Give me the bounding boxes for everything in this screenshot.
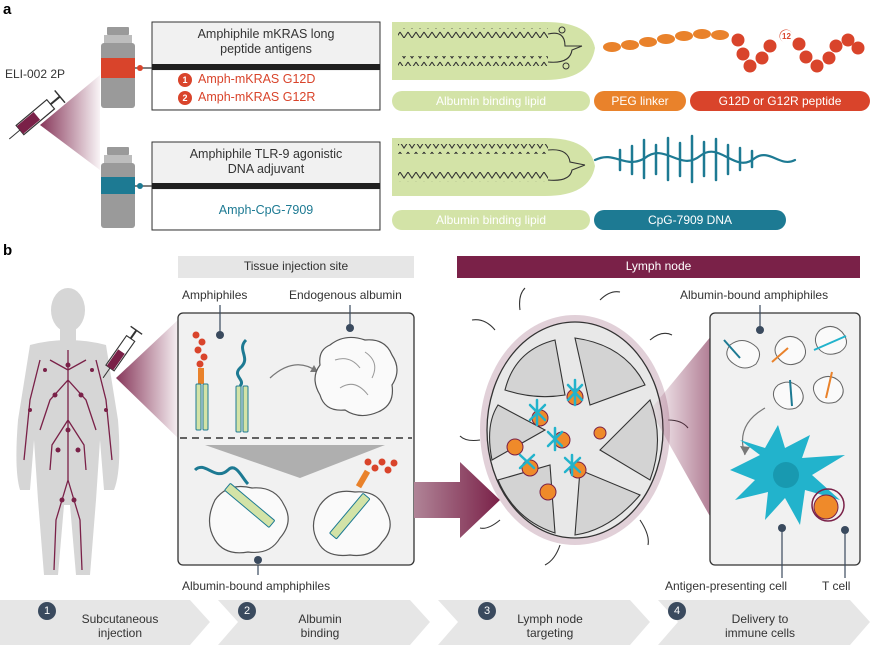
flow-arrow	[414, 462, 500, 538]
step-2-line2: binding	[300, 626, 340, 641]
product-label: ELI-002 2P	[5, 67, 66, 81]
human-body-figure	[16, 288, 120, 575]
pill-peg-linker: PEG linker	[594, 91, 686, 111]
panel-letter-a: a	[3, 1, 12, 18]
tcell-label: T cell	[822, 579, 851, 593]
step-4-line2: immune cells	[724, 626, 796, 641]
albumin-bound-label-bottom: Albumin-bound amphiphiles	[182, 579, 331, 593]
dna-waveform	[593, 134, 797, 184]
item-cpg: Amph-CpG-7909	[218, 203, 314, 217]
step-1-line1: Subcutaneous	[81, 612, 159, 626]
albumin-protein-icon	[314, 336, 398, 417]
step-1-line2: injection	[97, 626, 143, 641]
step-3-line1: Lymph node	[517, 612, 583, 626]
step-4-label: Delivery to immune cells	[685, 612, 835, 641]
item-g12d: Amph-mKRAS G12D	[198, 72, 316, 86]
step-2-number: 2	[238, 602, 256, 620]
step-3-number: 3	[478, 602, 496, 620]
pill-peptide: G12D or G12R peptide	[690, 91, 870, 111]
albumin-bound-amphiphile-cluster	[726, 326, 847, 410]
item-g12r: Amph-mKRAS G12R	[198, 90, 316, 104]
lymph-header: Lymph node	[625, 259, 692, 273]
syringe-icon-a	[8, 89, 66, 140]
amphiphile-peptide-icon	[192, 331, 209, 431]
step-4-number: 4	[668, 602, 686, 620]
item2-number-badge: 2	[178, 91, 192, 105]
injection-cone-a	[40, 75, 100, 170]
peg-linker-chain	[603, 29, 729, 52]
step-1-label: Subcutaneous injection	[50, 612, 190, 641]
vial-icon-dna	[101, 147, 135, 228]
peptide-box-title-line1: Amphiphile mKRAS long	[197, 27, 335, 41]
tissue-header: Tissue injection site	[243, 259, 349, 273]
step-1-number: 1	[38, 602, 56, 620]
step-2-label: Albumin binding	[250, 612, 390, 641]
lipid-tails-a1	[392, 22, 595, 80]
albumin-bound-complex-2	[312, 458, 398, 557]
step-3-line2: targeting	[526, 626, 574, 641]
adjuvant-box-title-line2: DNA adjuvant	[227, 162, 305, 176]
item1-number-badge: 1	[178, 73, 192, 87]
lipid-tails-a2	[392, 138, 595, 196]
step-2-line1: Albumin	[298, 612, 342, 626]
pill-albumin-lipid-1: Albumin binding lipid	[392, 91, 590, 111]
peptide-beads	[731, 29, 865, 73]
albumin-bound-complex-1	[193, 465, 289, 554]
adjuvant-box-title: Amphiphile TLR-9 agonistic DNA adjuvant	[152, 147, 380, 177]
panel-letter-b: b	[3, 242, 13, 259]
antigen-presenting-cell-icon	[730, 425, 845, 525]
vial-icon-peptide	[101, 27, 135, 108]
peptide-position-marker: 12	[780, 30, 793, 43]
lymph-header-bar	[457, 256, 860, 278]
pill-cpg-dna: CpG-7909 DNA	[594, 210, 786, 230]
syringe-icon-b	[102, 325, 143, 379]
tissue-header-bar	[178, 256, 414, 278]
apc-label: Antigen-presenting cell	[665, 579, 788, 593]
step-chevrons	[0, 600, 870, 645]
step-3-label: Lymph node targeting	[480, 612, 620, 641]
peptide-box-title-line2: peptide antigens	[220, 42, 312, 56]
zoom-cone	[650, 335, 712, 520]
amphiphiles-label: Amphiphiles	[182, 288, 248, 302]
t-cell-icon	[811, 488, 845, 522]
pill-albumin-lipid-2: Albumin binding lipid	[392, 210, 590, 230]
albumin-bound-label-right: Albumin-bound amphiphiles	[680, 288, 829, 302]
injection-cone-b	[116, 318, 180, 440]
adjuvant-box-title-line1: Amphiphile TLR-9 agonistic	[189, 147, 343, 161]
step-4-line1: Delivery to	[731, 612, 789, 626]
amphiphile-dna-icon	[235, 338, 249, 433]
endogenous-albumin-label: Endogenous albumin	[289, 288, 402, 302]
peptide-box-title: Amphiphile mKRAS long peptide antigens	[152, 27, 380, 57]
lymph-node-diagram	[459, 287, 689, 566]
